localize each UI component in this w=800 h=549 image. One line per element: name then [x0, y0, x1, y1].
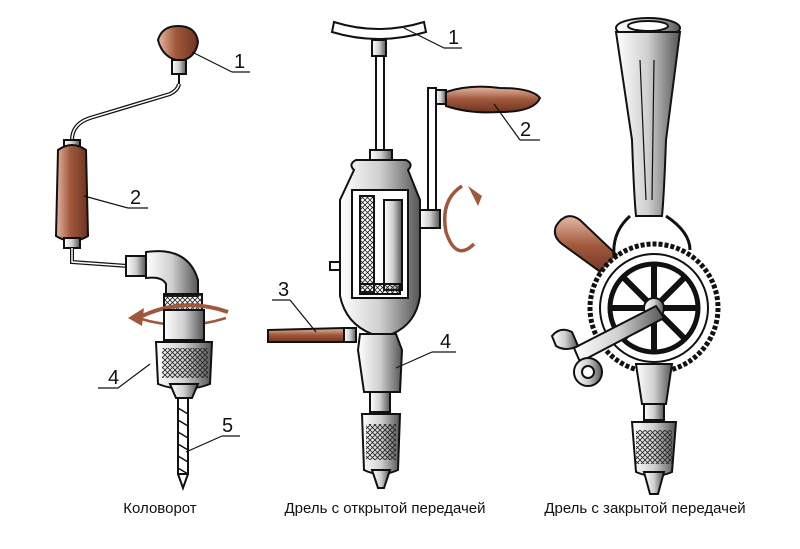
open-drill-labels [272, 27, 540, 369]
brace-tool [54, 24, 229, 491]
brace-middle-handle [54, 139, 90, 249]
caption-brace: Коловорот [123, 500, 197, 517]
closed-drill-chuck [630, 363, 678, 495]
brace-label-2: 2 [130, 187, 141, 209]
brace-labels [83, 51, 250, 453]
open-drill-label-3: 3 [278, 279, 289, 301]
closed-drill-crank-arm [550, 304, 666, 387]
open-drill-side-handle [267, 326, 357, 343]
brace-top-knob [156, 24, 200, 84]
open-drill-label-4: 4 [440, 331, 451, 353]
brace-chuck [154, 309, 214, 399]
caption-open-drill: Дрель с открытой передачей [284, 500, 486, 517]
open-drill-shaft [375, 55, 385, 157]
brace-crank-bar [70, 83, 181, 141]
closed-drill-top-handle [614, 17, 682, 217]
brace-label-4: 4 [108, 367, 119, 389]
open-drill-crank-handle [419, 85, 542, 229]
brace-label-5: 5 [222, 415, 233, 437]
open-drill-rotation-arrow [443, 184, 482, 253]
brace-elbow-joint [125, 250, 203, 311]
closed-drill-tool [550, 17, 721, 495]
open-drill-label-1: 1 [448, 27, 459, 49]
open-drill-chuck [356, 333, 404, 489]
caption-closed-drill: Дрель с закрытой передачей [544, 500, 746, 517]
open-drill-label-2: 2 [520, 119, 531, 141]
open-drill-breast-plate [330, 20, 428, 40]
brace-drill-bit [177, 397, 189, 491]
open-drill-gear-housing [329, 159, 421, 335]
open-drill-tool [267, 20, 542, 489]
brace-label-1: 1 [234, 51, 245, 73]
